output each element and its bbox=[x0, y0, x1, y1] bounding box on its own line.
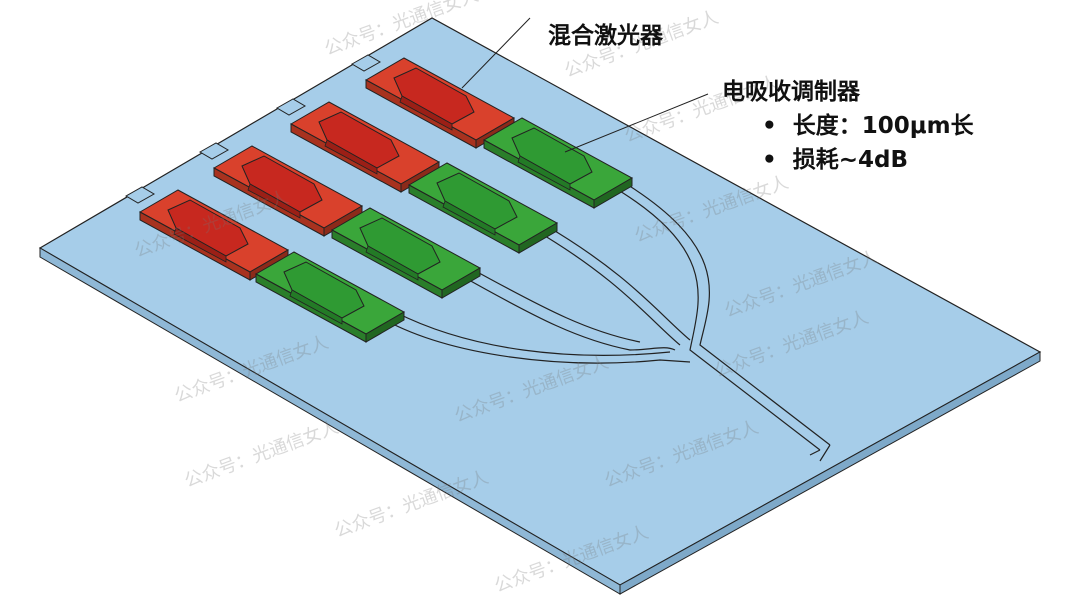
substrate bbox=[38, 17, 1042, 595]
spec-loss: • 损耗~4dB bbox=[762, 147, 908, 173]
laser-label: 混合激光器 bbox=[548, 23, 663, 49]
spec-loss-text: 损耗~4dB bbox=[792, 147, 908, 173]
laser-leader-line bbox=[461, 17, 531, 89]
spec-length: • 长度：100μm长 bbox=[762, 113, 974, 139]
modulator-label: 电吸收调制器 bbox=[722, 79, 860, 105]
spec-length-text: 长度：100μm长 bbox=[792, 113, 974, 139]
waveguides bbox=[384, 179, 831, 462]
edge-pads bbox=[124, 54, 382, 204]
modulator-leader-line bbox=[564, 93, 709, 153]
